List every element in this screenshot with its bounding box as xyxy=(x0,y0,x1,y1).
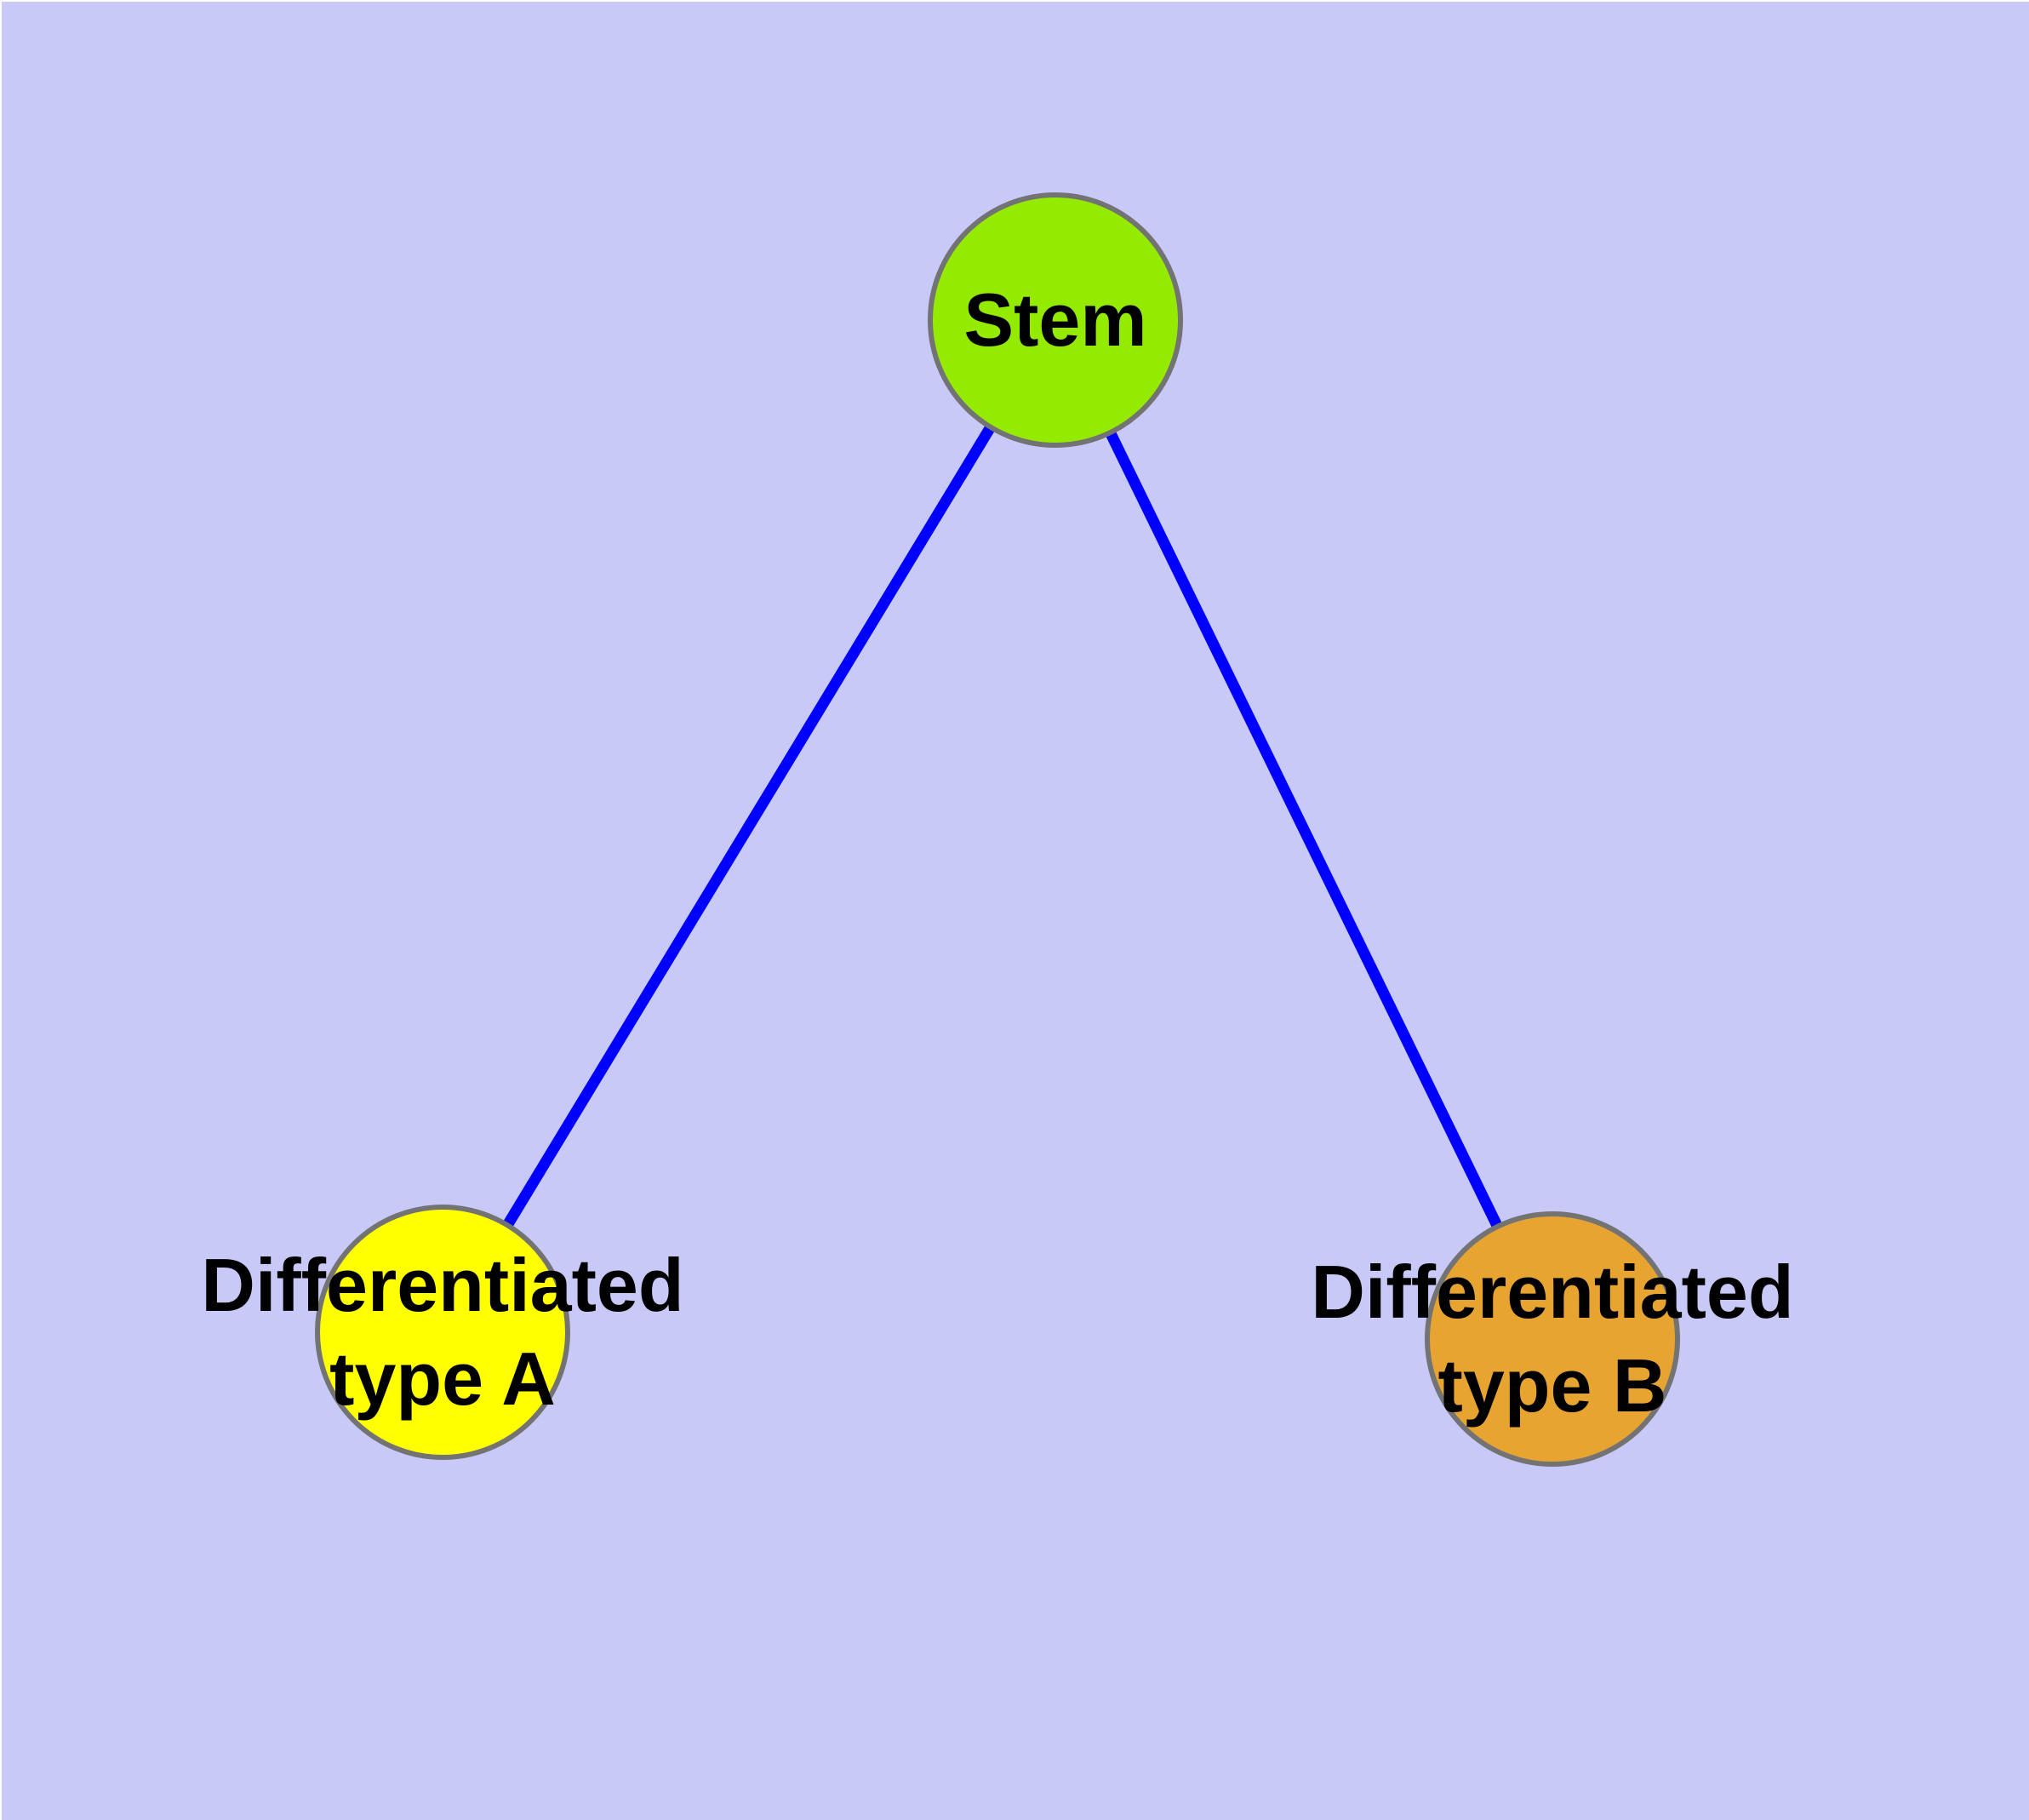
type-a-node-label-line1: Differentiated xyxy=(201,1243,684,1327)
type-a-node-label-line2: type A xyxy=(329,1336,556,1421)
type-a-node-circle[interactable] xyxy=(315,1205,570,1460)
type-b-node-label-line1: Differentiated xyxy=(1311,1250,1794,1334)
edge-stem-to-type-a xyxy=(437,317,1060,1336)
type-b-node-circle[interactable] xyxy=(1425,1211,1680,1467)
stem-node-circle[interactable] xyxy=(928,192,1183,448)
type-b-node-label: Differentiated type B xyxy=(1311,1245,1793,1433)
type-b-node-label-line2: type B xyxy=(1437,1343,1667,1428)
stem-node-label-text: Stem xyxy=(963,278,1147,362)
stem-node-label: Stem xyxy=(963,273,1146,367)
type-a-node-label: Differentiated type A xyxy=(201,1239,683,1426)
edge-stem-to-type-b xyxy=(1050,318,1557,1342)
